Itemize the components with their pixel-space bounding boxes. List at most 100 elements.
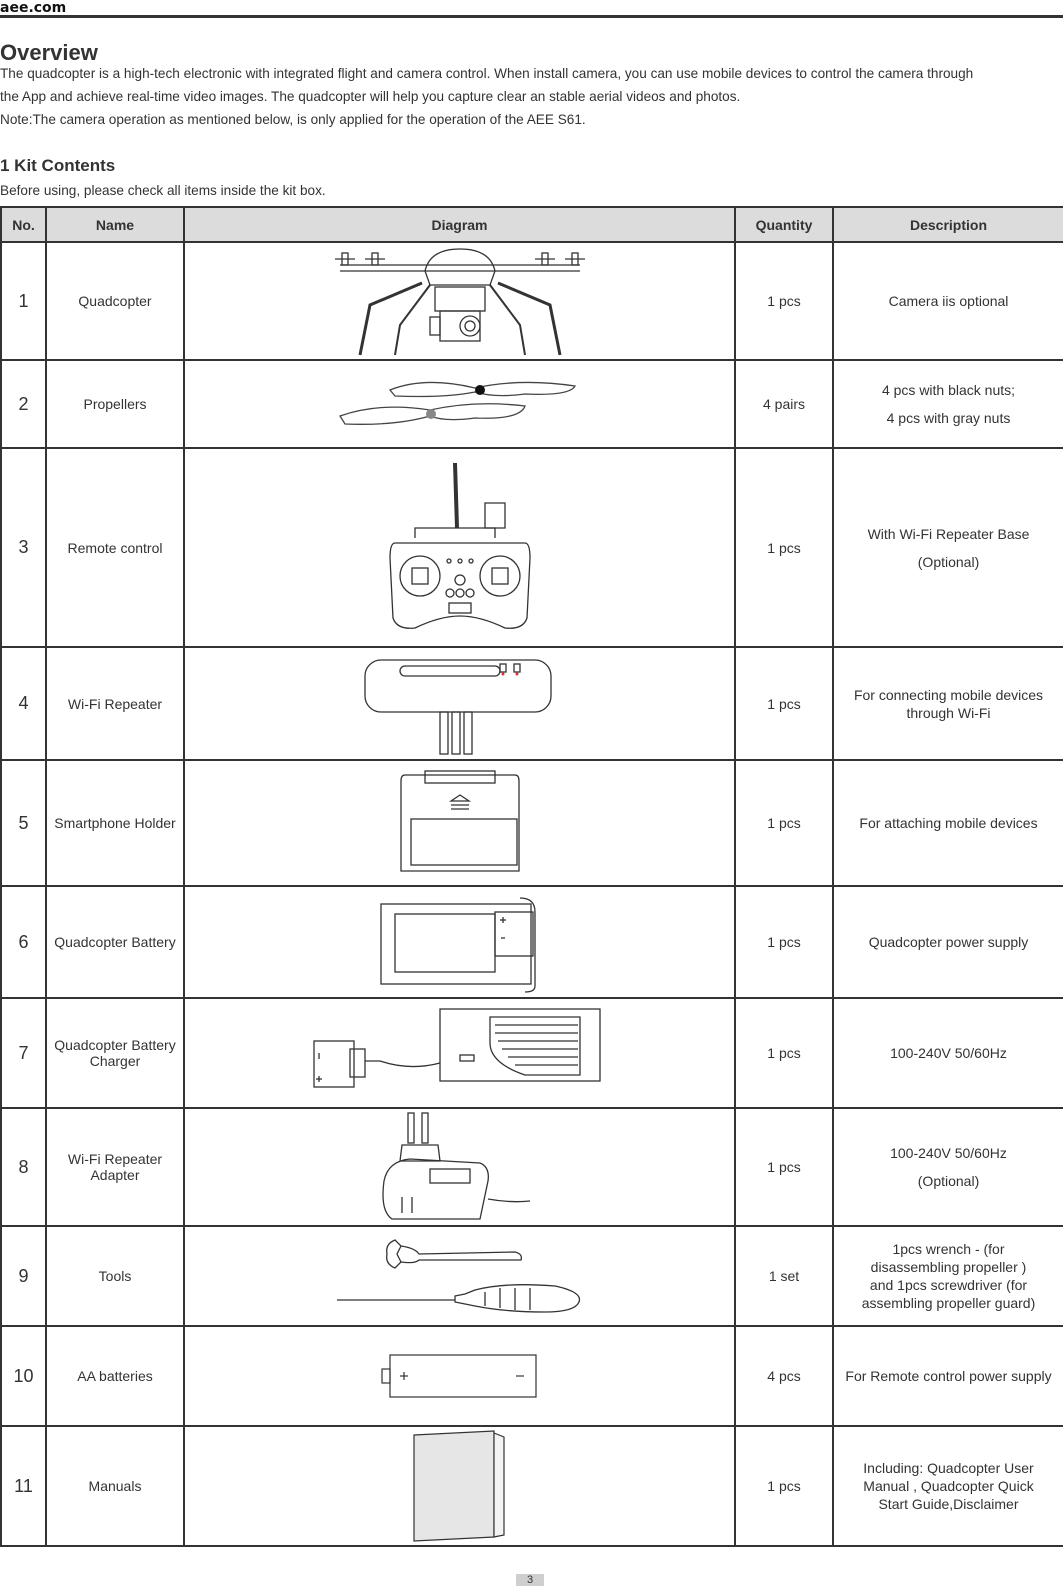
item-quantity: 1 pcs <box>734 885 834 999</box>
item-name: Manuals <box>45 1425 185 1547</box>
row-number: 8 <box>0 1107 47 1227</box>
item-description: Camera iis optional <box>832 241 1063 361</box>
item-quantity: 1 pcs <box>734 1107 834 1227</box>
kit-contents-intro: Before using, please check all items ins… <box>0 183 326 198</box>
row-number: 2 <box>0 359 47 449</box>
description-line: For Remote control power supply <box>845 1368 1052 1384</box>
item-diagram <box>183 447 736 648</box>
item-diagram <box>183 759 736 887</box>
item-quantity: 1 pcs <box>734 997 834 1109</box>
power-adapter-icon <box>381 1112 530 1220</box>
item-name: Quadcopter <box>45 241 185 361</box>
row-number: 7 <box>0 997 47 1109</box>
item-diagram <box>183 646 736 761</box>
manuals-icon <box>412 1430 505 1542</box>
table-row: 7 Quadcopter Battery Charger <box>0 997 1063 1109</box>
row-number: 5 <box>0 759 47 887</box>
row-number: 1 <box>0 241 47 361</box>
column-header-quantity: Quantity <box>734 206 834 243</box>
item-name: Quadcopter Battery <box>45 885 185 999</box>
table-row: 10 AA batteries 4 pcs For Remote control… <box>0 1325 1063 1427</box>
item-quantity: 4 pairs <box>734 359 834 449</box>
item-diagram <box>183 1225 736 1327</box>
kit-contents-table: No. Name Diagram Quantity Description 1 … <box>0 206 1063 1547</box>
item-description: For attaching mobile devices <box>832 759 1063 887</box>
item-diagram <box>183 359 736 449</box>
column-header-description: Description <box>832 206 1063 243</box>
description-line: Manual , Quadcopter Quick <box>863 1478 1034 1494</box>
item-diagram <box>183 885 736 999</box>
description-line: 100-240V 50/60Hz <box>890 1145 1007 1161</box>
item-description: Including: Quadcopter User Manual , Quad… <box>832 1425 1063 1547</box>
table-header-row: No. Name Diagram Quantity Description <box>0 206 1063 243</box>
brand-logo: aee.com <box>0 0 67 16</box>
item-name: AA batteries <box>45 1325 185 1427</box>
table-row: 11 Manuals 1 pcs Including: Quadcopter U… <box>0 1425 1063 1547</box>
description-line: disassembling propeller ) <box>870 1259 1027 1275</box>
wifi-repeater-icon <box>363 658 552 755</box>
remote-control-icon <box>388 462 531 629</box>
description-line: Camera iis optional <box>888 293 1009 309</box>
overview-paragraph-line-2: the App and achieve real-time video imag… <box>0 89 741 104</box>
table-row: 1 Quadcopter <box>0 241 1063 361</box>
description-line: For connecting mobile devices <box>853 686 1044 703</box>
row-number: 11 <box>0 1425 47 1547</box>
description-line: With Wi-Fi Repeater Base <box>867 525 1030 542</box>
item-name: Smartphone Holder <box>45 759 185 887</box>
item-description: With Wi-Fi Repeater Base (Optional) <box>832 447 1063 648</box>
battery-icon <box>379 897 536 993</box>
item-description: 4 pcs with black nuts; 4 pcs with gray n… <box>832 359 1063 449</box>
battery-charger-icon <box>312 1008 601 1088</box>
description-line: and 1pcs screwdriver (for <box>869 1277 1028 1293</box>
overview-note: Note:The camera operation as mentioned b… <box>0 112 586 127</box>
item-diagram <box>183 1325 736 1427</box>
item-quantity: 1 pcs <box>734 646 834 761</box>
item-description: 100-240V 50/60Hz <box>832 997 1063 1109</box>
description-line: Including: Quadcopter User <box>863 1460 1034 1476</box>
table-row: 6 Quadcopter Battery 1 pcs Quadcopter po… <box>0 885 1063 999</box>
description-line: through Wi-Fi <box>906 704 991 721</box>
item-name: Quadcopter Battery Charger <box>45 997 185 1109</box>
item-description: For Remote control power supply <box>832 1325 1063 1427</box>
item-description: For connecting mobile devices through Wi… <box>832 646 1063 761</box>
aa-battery-icon <box>380 1354 537 1398</box>
row-number: 3 <box>0 447 47 648</box>
item-quantity: 1 pcs <box>734 447 834 648</box>
table-row: 3 Remote control <box>0 447 1063 648</box>
smartphone-holder-icon <box>399 770 520 872</box>
table-row: 8 Wi-Fi Repeater Adapter 1 pcs <box>0 1107 1063 1227</box>
description-line: (Optional) <box>917 1173 980 1189</box>
description-line: 4 pcs with black nuts; <box>881 382 1016 398</box>
item-name: Wi-Fi Repeater Adapter <box>45 1107 185 1227</box>
item-description: 100-240V 50/60Hz (Optional) <box>832 1107 1063 1227</box>
item-description: Quadcopter power supply <box>832 885 1063 999</box>
item-diagram <box>183 1425 736 1547</box>
table-row: 4 Wi-Fi Repeater 1 pcs For connecting mo… <box>0 646 1063 761</box>
row-number: 6 <box>0 885 47 999</box>
item-name: Propellers <box>45 359 185 449</box>
item-quantity: 1 pcs <box>734 241 834 361</box>
tools-icon <box>336 1239 580 1313</box>
overview-title: Overview <box>0 40 98 65</box>
row-number: 4 <box>0 646 47 761</box>
description-line: For attaching mobile devices <box>859 815 1038 831</box>
item-name-line: Adapter <box>90 1167 140 1183</box>
column-header-name: Name <box>45 206 185 243</box>
column-header-diagram: Diagram <box>183 206 736 243</box>
table-row: 5 Smartphone Holder 1 pcs For attaching … <box>0 759 1063 887</box>
description-line: Quadcopter power supply <box>868 934 1029 950</box>
header-divider <box>0 15 1063 18</box>
page-number: 3 <box>516 1574 544 1586</box>
row-number: 10 <box>0 1325 47 1427</box>
item-diagram <box>183 241 736 361</box>
description-line: 100-240V 50/60Hz <box>890 1045 1007 1061</box>
item-quantity: 1 set <box>734 1225 834 1327</box>
quadcopter-icon <box>334 248 585 356</box>
item-quantity: 1 pcs <box>734 759 834 887</box>
propellers-icon <box>338 381 576 425</box>
description-line: assembling propeller guard) <box>861 1295 1036 1311</box>
table-row: 2 Propellers 4 pairs 4 pcs with black nu… <box>0 359 1063 449</box>
item-name: Wi-Fi Repeater <box>45 646 185 761</box>
overview-paragraph-line-1: The quadcopter is a high-tech electronic… <box>0 66 974 81</box>
item-name: Tools <box>45 1225 185 1327</box>
